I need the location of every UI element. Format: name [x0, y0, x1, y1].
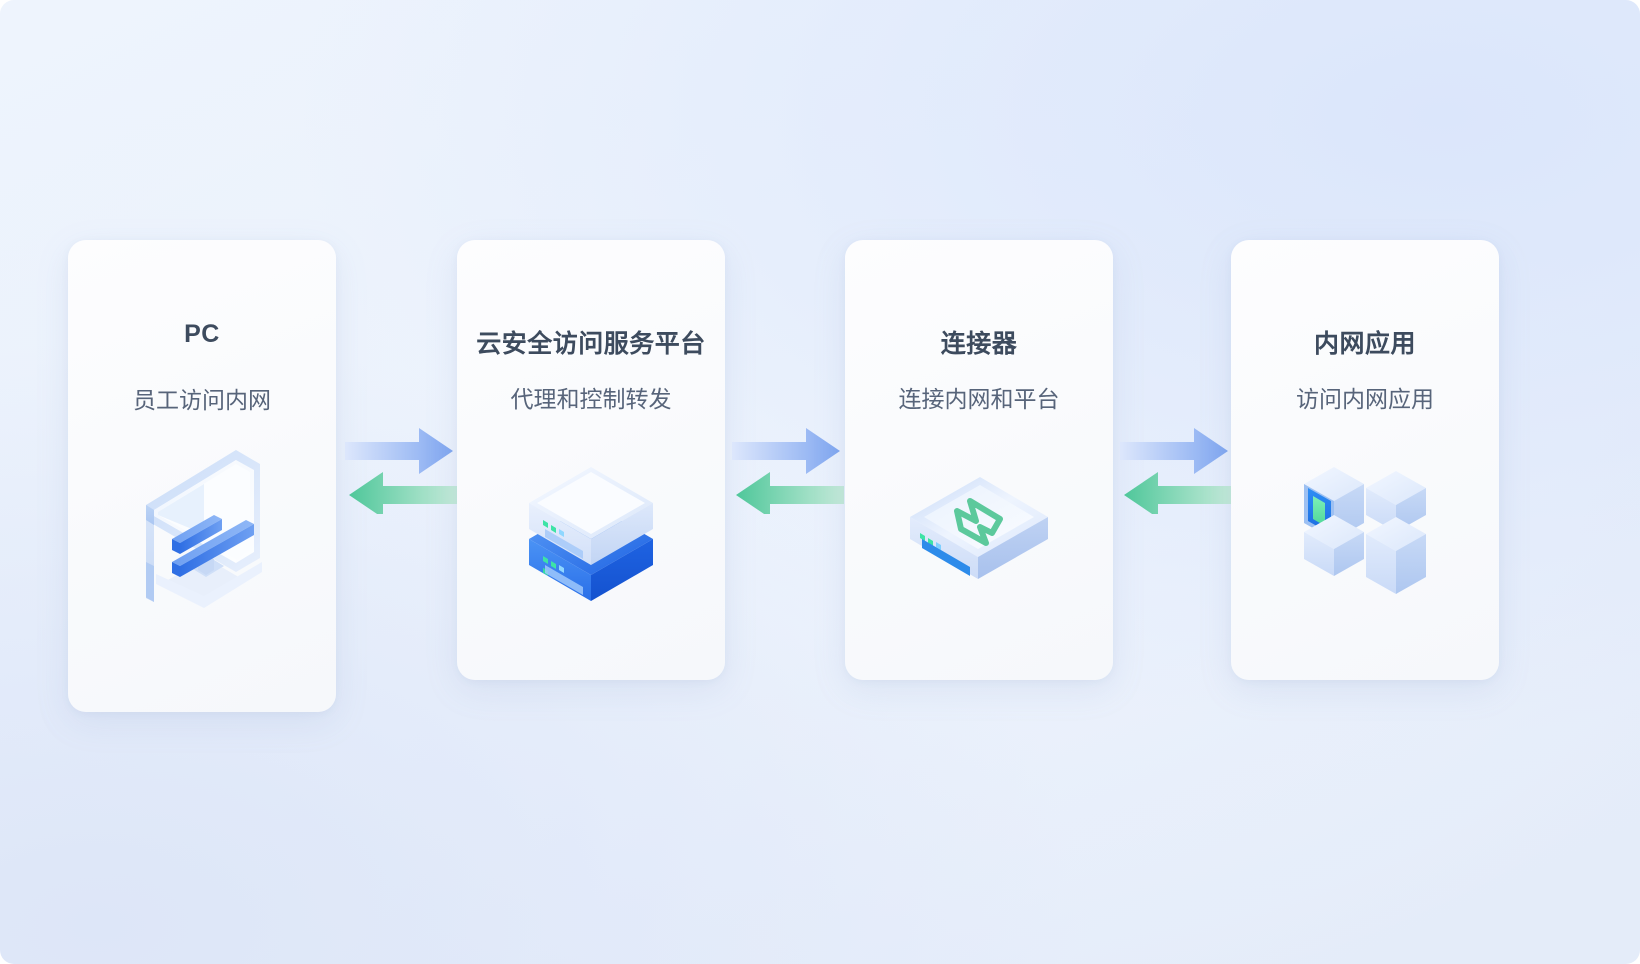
flow-card-intranet-app[interactable]: 内网应用 访问内网应用 — [1231, 240, 1499, 680]
desktop-monitor-icon — [132, 442, 272, 615]
flow-card-cloud-platform[interactable]: 云安全访问服务平台 代理和控制转发 — [457, 240, 725, 680]
flow-card-connector[interactable]: 连接器 连接内网和平台 — [845, 240, 1113, 680]
connector-arrows-platform-to-connector — [728, 424, 848, 514]
card-subtitle: 代理和控制转发 — [510, 386, 672, 412]
card-subtitle: 连接内网和平台 — [898, 386, 1060, 412]
card-title: 内网应用 — [1313, 330, 1416, 358]
stacked-server-icon — [521, 455, 661, 610]
card-subtitle: 员工访问内网 — [133, 387, 271, 413]
connector-arrows-connector-to-app — [1116, 424, 1236, 514]
app-blocks-icon — [1300, 440, 1430, 605]
card-subtitle: 访问内网应用 — [1296, 386, 1434, 412]
card-title: 云安全访问服务平台 — [476, 330, 706, 358]
card-title: 连接器 — [940, 330, 1018, 358]
flow-card-pc[interactable]: PC 员工访问内网 — [68, 240, 336, 712]
card-title: PC — [184, 320, 220, 348]
connector-arrows-pc-to-platform — [341, 424, 461, 514]
connector-box-icon — [904, 455, 1054, 590]
